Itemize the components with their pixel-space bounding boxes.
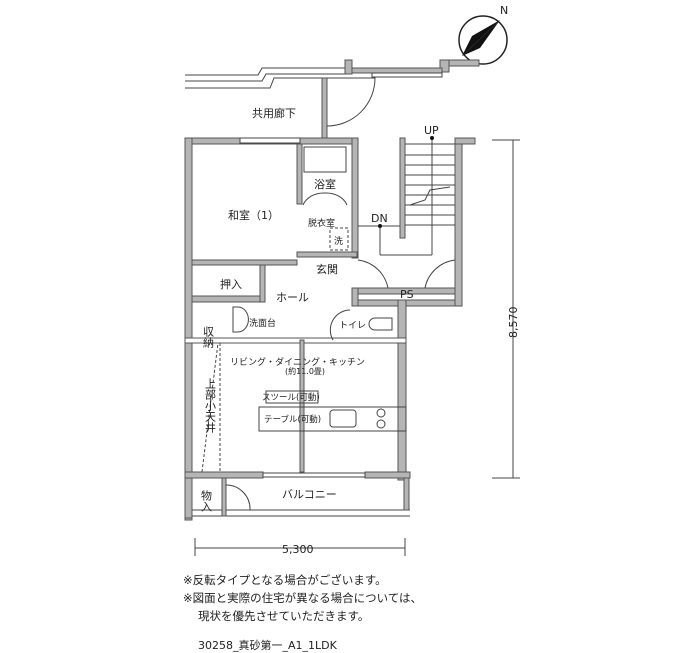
note-reversed: ※反転タイプとなる場合がございます。	[183, 573, 387, 587]
label-entrance: 玄関	[316, 262, 338, 276]
label-stool: スツール(可動)	[262, 392, 320, 403]
label-dressing: 脱衣室	[308, 217, 335, 229]
plan-caption: 30258_真砂第一_A1_1LDK	[198, 639, 337, 652]
dimension-depth: 8,570	[507, 307, 520, 339]
fixtures	[201, 306, 407, 511]
dimension-lines	[194, 139, 520, 556]
label-vanity: 洗面台	[249, 317, 276, 329]
note-priority: 現状を優先させていただきます。	[198, 609, 370, 623]
label-bath: 浴室	[314, 177, 336, 191]
label-storage: 収納	[202, 326, 215, 349]
label-up: UP	[424, 124, 439, 137]
label-ldk: リビング・ダイニング・キッチン	[230, 356, 365, 368]
label-closet: 押入	[220, 277, 242, 291]
label-ceiling: 上部小天井	[204, 378, 217, 434]
label-dn: DN	[371, 212, 388, 225]
north-compass-icon: N	[458, 4, 508, 65]
dimension-width: 5,300	[282, 543, 314, 556]
label-washer: 洗	[334, 235, 343, 247]
staircase	[358, 136, 476, 307]
corridor-walls	[185, 59, 480, 139]
unit-walls	[184, 137, 463, 521]
label-table: テーブル(可動)	[264, 414, 321, 425]
label-balcony: バルコニー	[282, 488, 337, 501]
compass-label: N	[500, 4, 508, 17]
bath-fixtures	[302, 146, 456, 289]
label-ldk-size: (約11.0畳)	[285, 366, 325, 376]
label-toilet: トイレ	[339, 321, 366, 331]
label-storeroom: 物入	[200, 489, 213, 512]
label-japanese-room: 和室（1）	[228, 208, 279, 222]
label-corridor: 共用廊下	[252, 106, 296, 120]
label-hall: ホール	[276, 291, 309, 304]
note-difference: ※図面と実際の住宅が異なる場合については、	[183, 591, 423, 605]
label-ps: PS	[400, 288, 414, 301]
